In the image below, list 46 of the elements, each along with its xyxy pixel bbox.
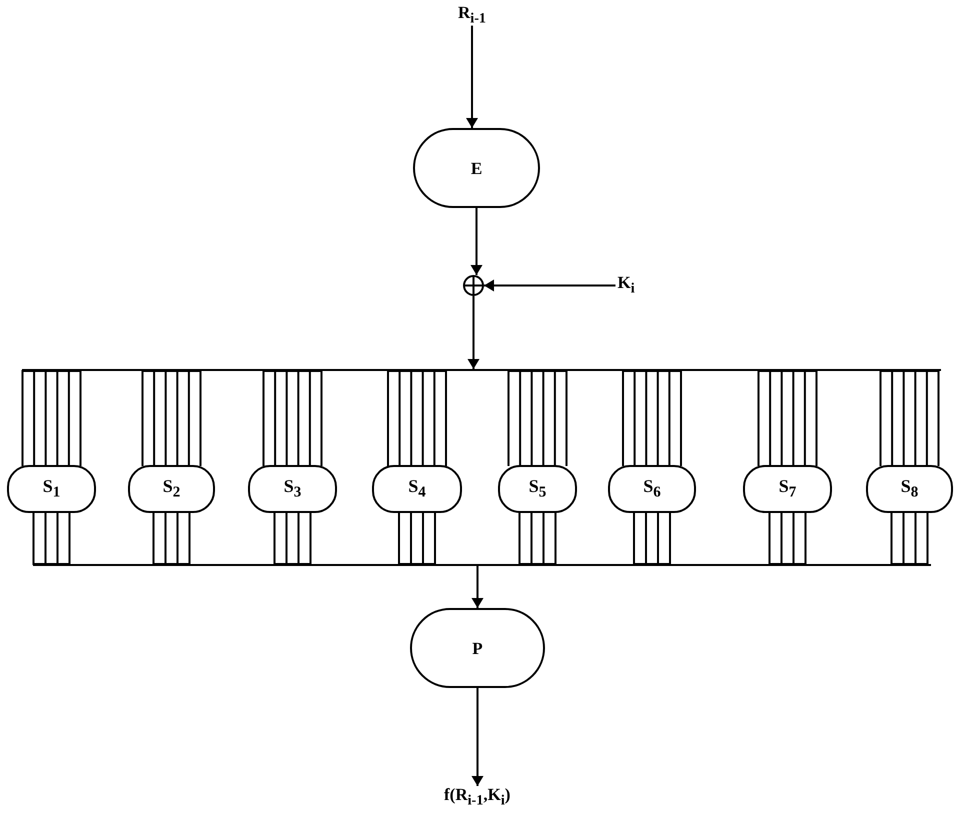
wire-bundle [880, 370, 940, 467]
wire-bundle [768, 511, 806, 565]
box-label: S$_{1}$ [42, 477, 60, 501]
s-box [248, 465, 337, 513]
arrow [472, 566, 484, 608]
s-box [608, 465, 696, 513]
arrow [484, 280, 616, 292]
math-label: R$_{i-1}$ [458, 4, 486, 26]
math-label: K$_{i}$ [618, 274, 635, 296]
box-label: S$_{7}$ [778, 477, 796, 501]
wire-bundle [142, 370, 202, 467]
arrow [466, 26, 478, 128]
box-label: S$_{8}$ [900, 477, 918, 501]
bus-line [33, 564, 931, 566]
s-box [128, 465, 215, 513]
wire-bundle [508, 370, 568, 467]
box-label: S$_{3}$ [284, 477, 302, 501]
s-box [372, 465, 462, 513]
s-box [7, 465, 96, 513]
xor-symbol [463, 275, 484, 296]
wire-bundle [262, 370, 322, 467]
box-label: S$_{6}$ [643, 477, 661, 501]
box-label: S$_{2}$ [162, 477, 180, 501]
box-label: S$_{5}$ [528, 477, 546, 501]
wire-bundle [398, 511, 436, 565]
box-label: P [472, 640, 483, 656]
arrow [472, 688, 484, 786]
wire-bundle [387, 370, 447, 467]
wire-bundle [758, 370, 818, 467]
wire-bundle [32, 511, 70, 565]
arrow [468, 296, 480, 369]
wire-bundle [152, 511, 190, 565]
box-label: E [470, 160, 482, 176]
s-box [498, 465, 577, 513]
s-box [743, 465, 832, 513]
arrow [470, 208, 482, 275]
wire-bundle [22, 370, 82, 467]
box-label: S$_{4}$ [408, 477, 426, 501]
wire-bundle [633, 511, 671, 565]
s-box [866, 465, 953, 513]
wire-bundle [274, 511, 312, 565]
wire-bundle [890, 511, 928, 565]
math-label: f(R$_{i-1}$,K$_{i}$) [444, 786, 510, 808]
wire-bundle [622, 370, 682, 467]
wire-bundle [518, 511, 556, 565]
bus-line [22, 369, 941, 371]
